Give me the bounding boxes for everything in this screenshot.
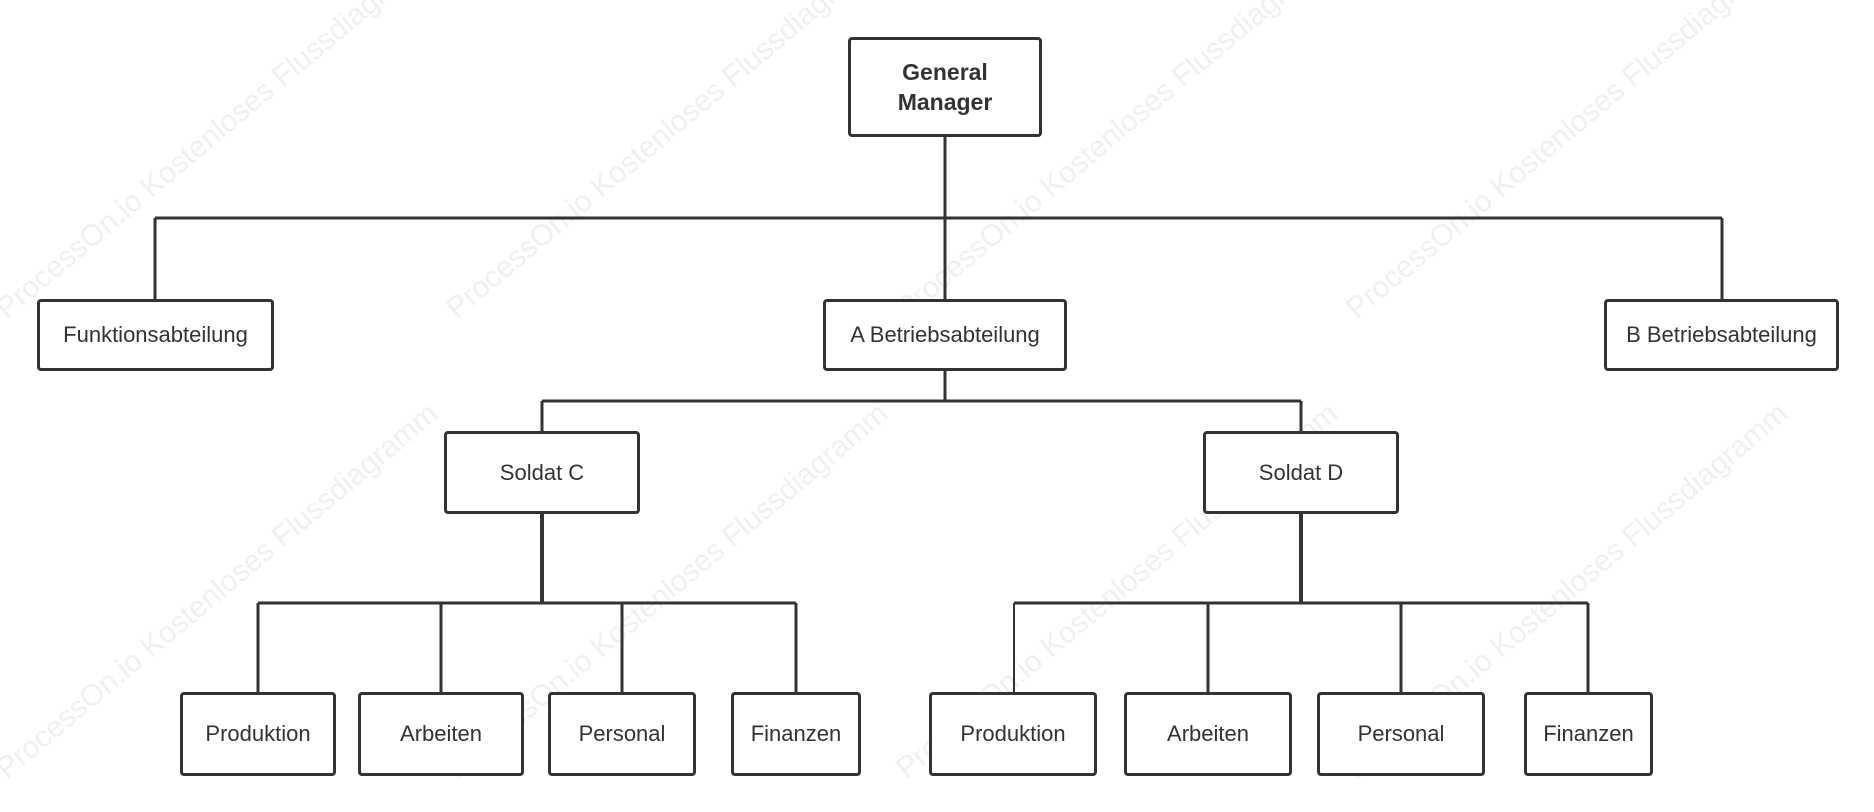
node-d-finanzen-label: Finanzen	[1543, 721, 1634, 746]
node-d-personal-label: Personal	[1357, 721, 1445, 746]
node-b-betriebsabteilung-label: B Betriebsabteilung	[1626, 322, 1817, 347]
node-soldat-c[interactable]: Soldat C	[444, 431, 640, 514]
node-a-betriebsabteilung[interactable]: A Betriebsabteilung	[823, 299, 1067, 371]
node-soldat-d[interactable]: Soldat D	[1203, 431, 1399, 514]
node-c-finanzen-label: Finanzen	[750, 721, 842, 746]
node-c-personal[interactable]: Personal	[548, 692, 696, 776]
node-c-produktion-label: Produktion	[205, 721, 311, 746]
node-a-betriebsabteilung-label: A Betriebsabteilung	[850, 322, 1040, 347]
node-general-manager-line1: General	[902, 59, 988, 85]
node-d-personal[interactable]: Personal	[1317, 692, 1485, 776]
node-soldat-d-label: Soldat D	[1258, 459, 1344, 485]
node-d-finanzen[interactable]: Finanzen	[1524, 692, 1653, 776]
node-c-finanzen[interactable]: Finanzen	[731, 692, 861, 776]
node-c-produktion[interactable]: Produktion	[180, 692, 336, 776]
node-soldat-c-label: Soldat C	[499, 459, 585, 485]
node-general-manager-line2: Manager	[897, 89, 993, 115]
node-c-arbeiten[interactable]: Arbeiten	[358, 692, 524, 776]
node-c-personal-label: Personal	[578, 721, 666, 746]
node-funktionsabteilung-label: Funktionsabteilung	[63, 322, 248, 347]
node-d-arbeiten-label: Arbeiten	[1167, 721, 1249, 746]
node-b-betriebsabteilung[interactable]: B Betriebsabteilung	[1604, 299, 1839, 371]
node-c-arbeiten-label: Arbeiten	[400, 721, 482, 746]
node-general-manager[interactable]: General Manager	[848, 37, 1042, 137]
node-d-arbeiten[interactable]: Arbeiten	[1124, 692, 1292, 776]
node-funktionsabteilung[interactable]: Funktionsabteilung	[37, 299, 274, 371]
node-d-produktion-label: Produktion	[960, 721, 1066, 746]
node-d-produktion[interactable]: Produktion	[929, 692, 1097, 776]
